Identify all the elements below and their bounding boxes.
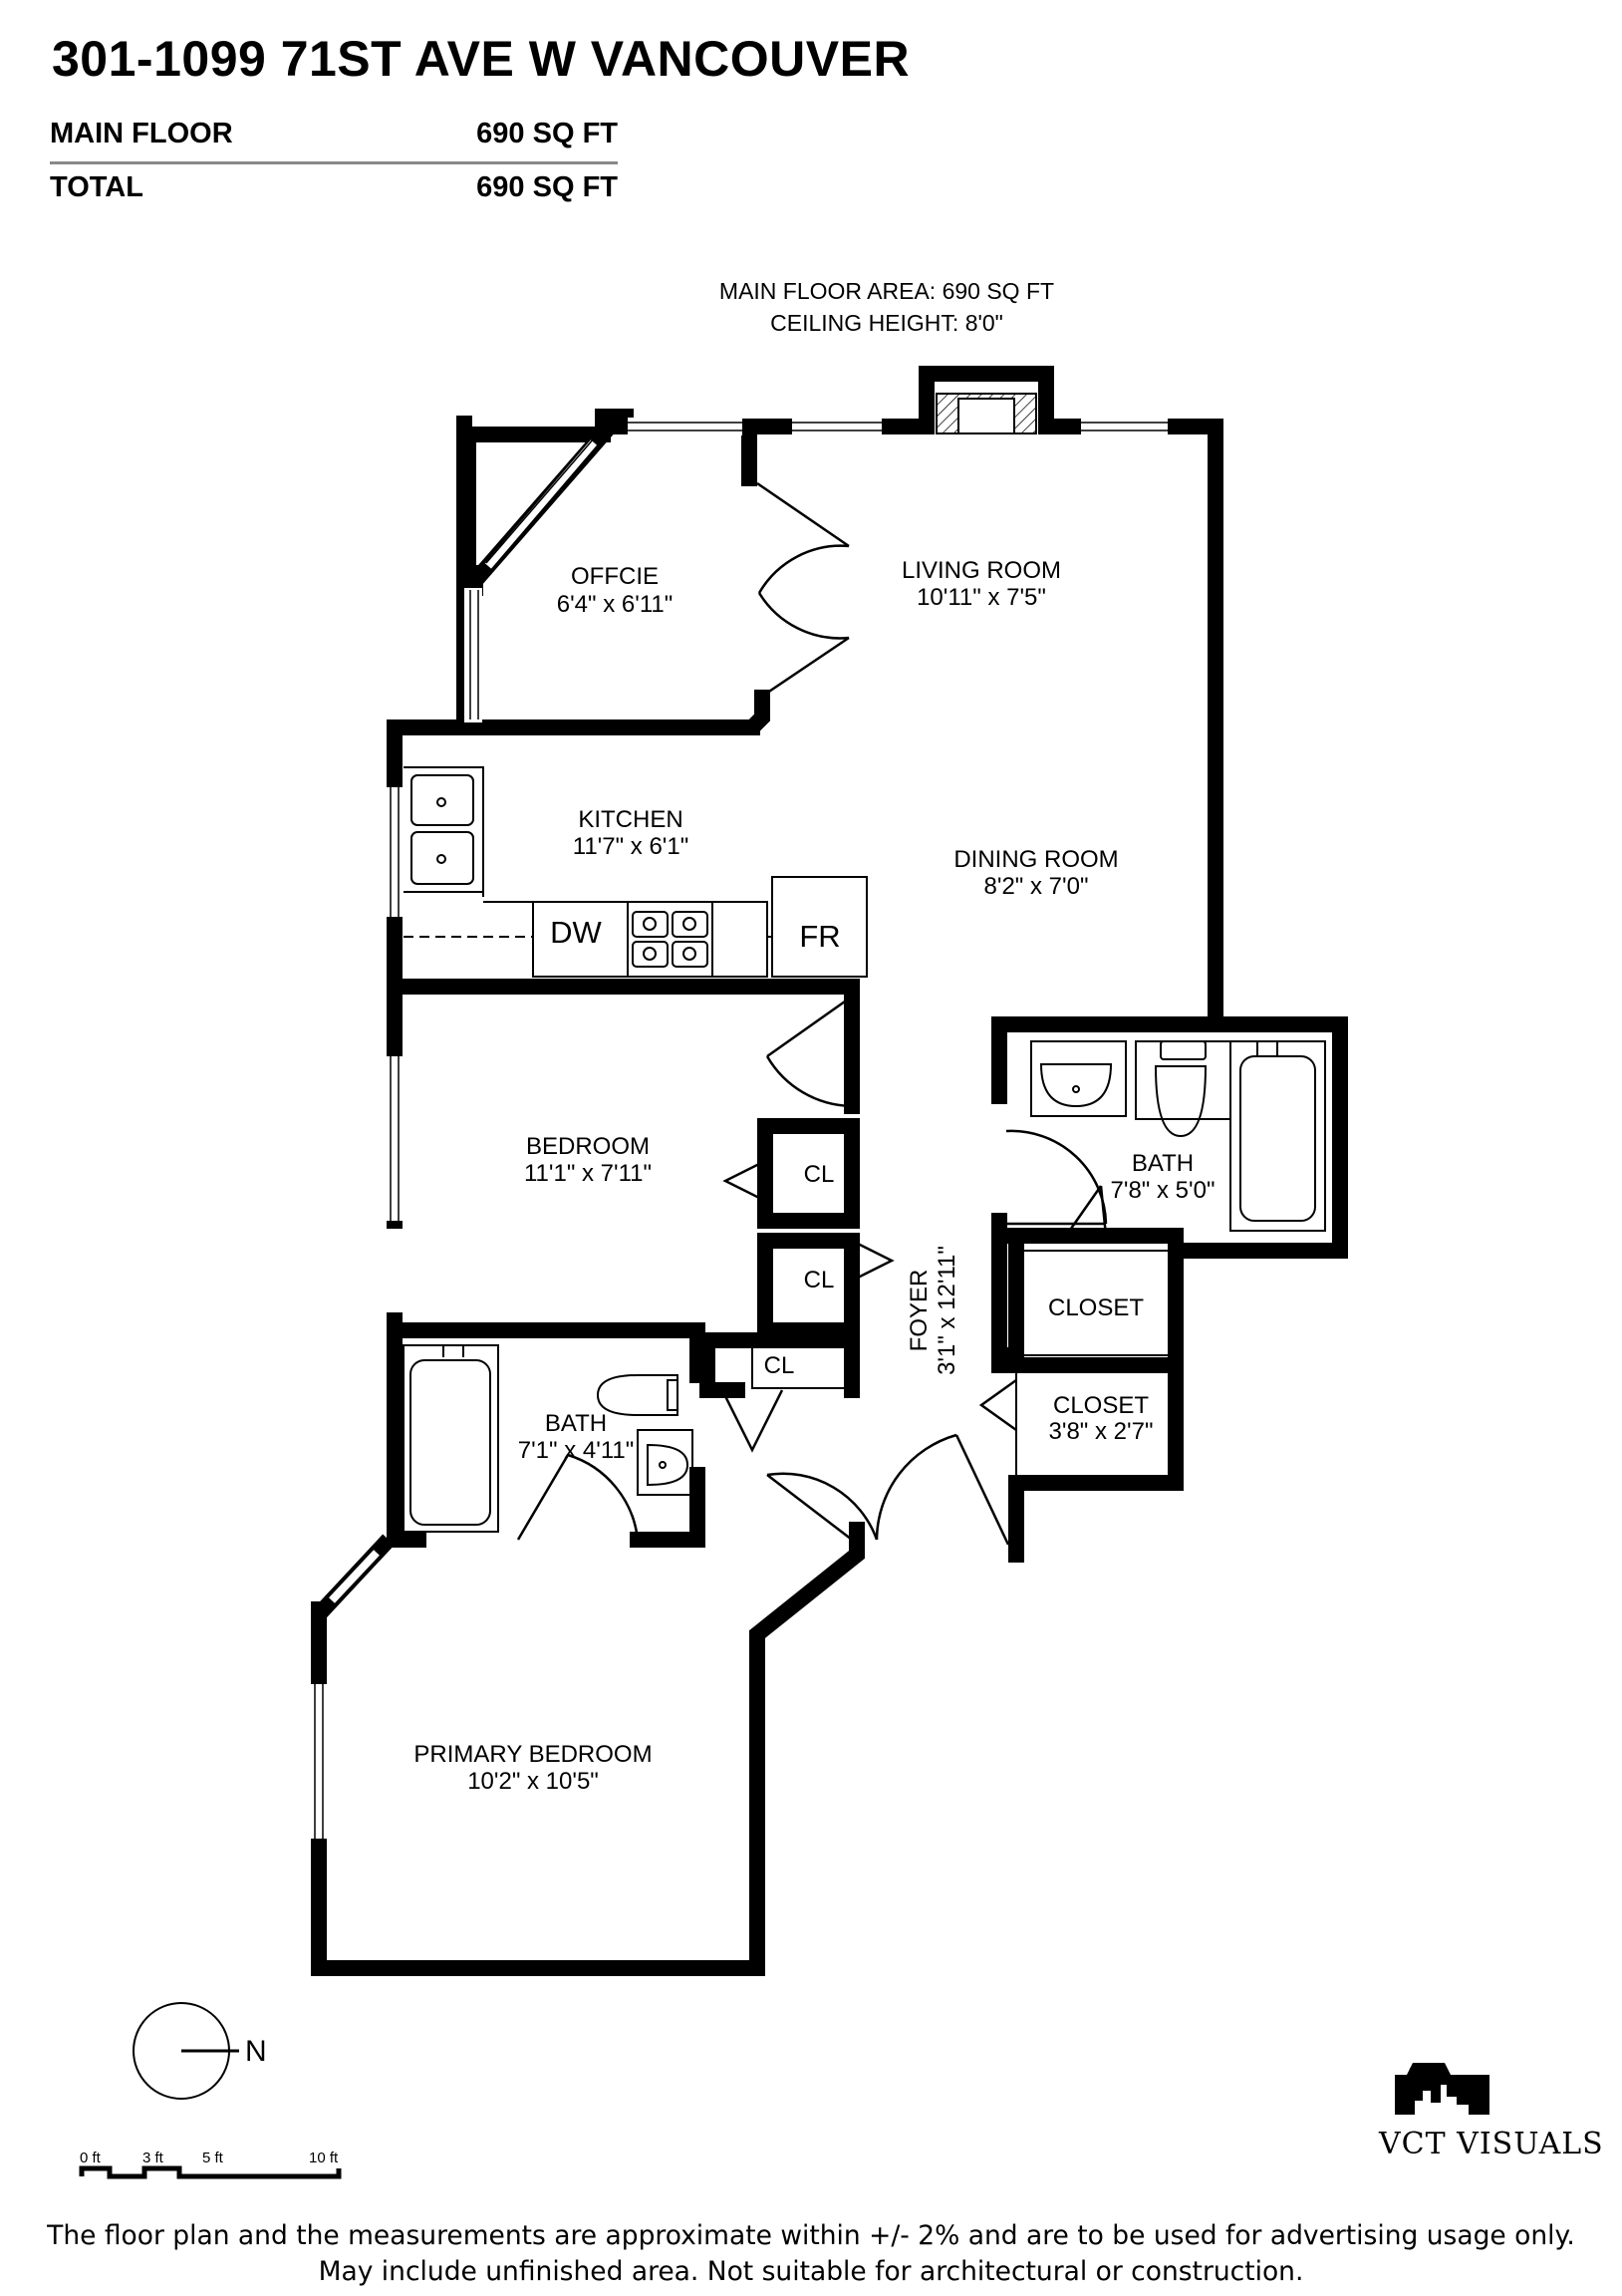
bath-left-dims: 7'1" x 4'11" [518, 1437, 635, 1464]
primary-name: PRIMARY BEDROOM [413, 1741, 652, 1768]
total-value: 690 SQ FT [476, 171, 618, 203]
kitchen-fixtures [404, 766, 868, 978]
closet-label-2: CL [804, 1267, 835, 1293]
ceiling-height-note: CEILING HEIGHT: 8'0" [770, 310, 1003, 336]
main-floor-value: 690 SQ FT [476, 118, 618, 149]
windows [310, 418, 1168, 1839]
doors [516, 481, 1108, 1546]
bath-right-name: BATH [1132, 1150, 1194, 1177]
dining-dims: 8'2" x 7'0" [984, 873, 1089, 900]
fridge-label: FR [799, 919, 840, 954]
closet-label-3: CL [764, 1352, 795, 1379]
living-name: LIVING ROOM [902, 557, 1061, 584]
scale-3: 3 ft [142, 2150, 164, 2166]
primary-angled-wall [313, 1534, 395, 1620]
closet-a-name: CLOSET [1048, 1294, 1144, 1321]
room-labels: OFFCIE 6'4" x 6'11" LIVING ROOM 10'11" x… [413, 557, 1215, 1795]
closet-b-name: CLOSET [1053, 1392, 1149, 1419]
scale-5: 5 ft [202, 2150, 224, 2166]
brand-name: VCT VISUALS [1379, 2127, 1604, 2161]
bath-right-fixtures [1030, 1040, 1326, 1232]
primary-dims: 10'2" x 10'5" [467, 1768, 599, 1795]
camera-logo-icon [1395, 2063, 1489, 2115]
thin-walls [751, 1250, 1177, 1484]
main-floor-area-row: MAIN FLOOR 690 SQ FT [50, 118, 618, 164]
bedroom-dims: 11'1" x 7'11" [524, 1160, 652, 1187]
fixture-labels: DW FR [550, 915, 840, 954]
total-label: TOTAL [50, 171, 143, 203]
office-name: OFFCIE [571, 563, 659, 590]
bedroom-name: BEDROOM [526, 1133, 650, 1160]
bath-right-dims: 7'8" x 5'0" [1111, 1177, 1216, 1204]
total-area-row: TOTAL 690 SQ FT [50, 171, 618, 211]
office-dims: 6'4" x 6'11" [557, 591, 674, 618]
compass-north-label: N [245, 2035, 267, 2068]
foyer-dims: 3'1" x 12'11" [934, 1246, 960, 1375]
bath-left-fixtures [403, 1344, 693, 1533]
scale-0: 0 ft [80, 2150, 102, 2166]
main-floor-label: MAIN FLOOR [50, 118, 233, 149]
dining-name: DINING ROOM [953, 846, 1118, 873]
foyer-name: FOYER [906, 1270, 933, 1352]
office-angled-wall [466, 421, 617, 589]
closet-label-1: CL [804, 1161, 835, 1188]
compass: N [133, 2002, 267, 2100]
fireplace [936, 393, 1037, 434]
scale-bar: 0 ft 3 ft 5 ft 10 ft [79, 2150, 342, 2179]
dishwasher-label: DW [550, 915, 602, 950]
kitchen-name: KITCHEN [578, 806, 682, 833]
scale-10: 10 ft [309, 2150, 339, 2166]
disclaimer-line-1: The floor plan and the measurements are … [47, 2220, 1575, 2251]
property-address-title: 301-1099 71ST AVE W VANCOUVER [52, 31, 911, 87]
floor-area-note: MAIN FLOOR AREA: 690 SQ FT [719, 278, 1054, 304]
closet-labels: CL CL CL [764, 1161, 835, 1379]
kitchen-dims: 11'7" x 6'1" [573, 833, 689, 860]
closet-b-dims: 3'8" x 2'7" [1049, 1418, 1154, 1445]
living-dims: 10'11" x 7'5" [917, 584, 1046, 611]
disclaimer-line-2: May include unfinished area. Not suitabl… [318, 2256, 1304, 2287]
bath-left-name: BATH [545, 1410, 607, 1437]
